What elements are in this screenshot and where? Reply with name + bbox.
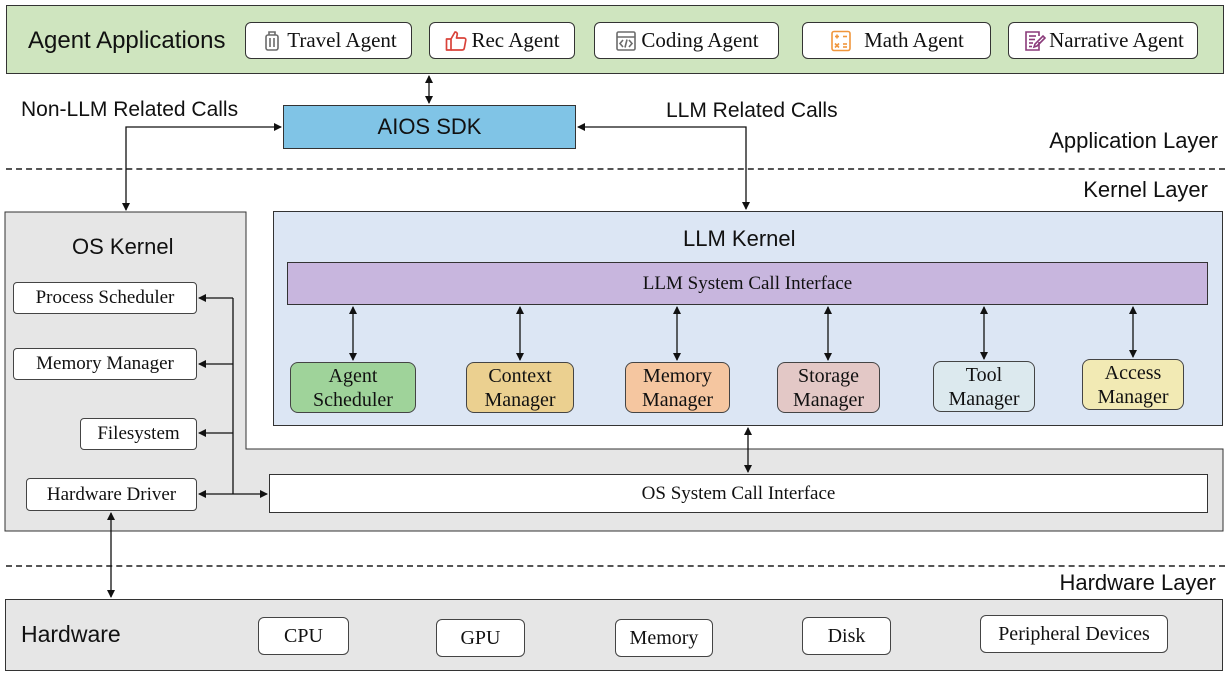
application-layer-label: Application Layer xyxy=(1049,128,1218,153)
rec-agent-label: Rec Agent xyxy=(471,28,560,52)
access-manager-line1: Access xyxy=(1104,361,1162,384)
agent-applications-title: Agent Applications xyxy=(28,27,226,54)
process-scheduler: Process Scheduler xyxy=(13,282,197,314)
llm-system-call-interface: LLM System Call Interface xyxy=(287,262,1208,305)
luggage-icon xyxy=(265,30,280,51)
hardware-driver: Hardware Driver xyxy=(26,478,197,511)
narrative-agent: Narrative Agent xyxy=(1008,22,1198,59)
kernel-hardware-separator xyxy=(6,565,1225,567)
travel-agent: Travel Agent xyxy=(245,22,412,59)
memory-manager-llm-line2: Manager xyxy=(641,388,714,411)
llm-kernel-title: LLM Kernel xyxy=(683,226,796,251)
context-manager-line2: Manager xyxy=(484,388,556,411)
coding-agent-label: Coding Agent xyxy=(641,28,759,52)
agent-scheduler: Agent Scheduler xyxy=(290,362,416,413)
hardware-title: Hardware xyxy=(21,621,121,647)
cpu: CPU xyxy=(258,617,349,655)
storage-manager: Storage Manager xyxy=(777,362,880,413)
peripheral-devices: Peripheral Devices xyxy=(980,615,1168,653)
document-pen-icon xyxy=(1025,30,1047,51)
math-agent: Math Agent xyxy=(802,22,991,59)
storage-manager-line1: Storage xyxy=(797,364,860,387)
context-manager-line1: Context xyxy=(488,364,552,387)
tool-manager: Tool Manager xyxy=(933,361,1035,412)
os-system-call-interface: OS System Call Interface xyxy=(269,474,1208,513)
travel-agent-label: Travel Agent xyxy=(287,28,397,52)
access-manager: Access Manager xyxy=(1082,359,1184,410)
thumbs-up-icon xyxy=(446,30,468,51)
math-agent-label: Math Agent xyxy=(864,28,964,52)
narrative-agent-label: Narrative Agent xyxy=(1049,28,1184,52)
coding-agent: Coding Agent xyxy=(594,22,779,59)
calculator-icon xyxy=(831,30,851,51)
llm-kernel-panel xyxy=(273,211,1223,426)
memory-manager-os: Memory Manager xyxy=(13,348,197,380)
access-manager-line2: Manager xyxy=(1097,385,1169,408)
agent-scheduler-line1: Agent xyxy=(328,364,378,387)
storage-manager-line2: Manager xyxy=(792,388,865,411)
context-manager: Context Manager xyxy=(466,362,574,413)
rec-agent: Rec Agent xyxy=(429,22,575,59)
agent-scheduler-line2: Scheduler xyxy=(313,388,393,411)
llm-calls-label: LLM Related Calls xyxy=(666,99,838,122)
non-llm-calls-label: Non-LLM Related Calls xyxy=(21,98,239,121)
memory-manager-llm: Memory Manager xyxy=(625,362,730,413)
hardware-layer-label: Hardware Layer xyxy=(1059,570,1216,595)
tool-manager-line1: Tool xyxy=(965,363,1003,386)
memory-manager-llm-line1: Memory xyxy=(643,364,712,387)
gpu: GPU xyxy=(436,619,525,657)
kernel-layer-label: Kernel Layer xyxy=(1083,177,1208,202)
filesystem: Filesystem xyxy=(80,418,197,450)
tool-manager-line2: Manager xyxy=(948,387,1020,410)
aios-sdk: AIOS SDK xyxy=(283,105,576,149)
code-editor-icon xyxy=(616,30,637,51)
memory-hw: Memory xyxy=(615,619,713,657)
disk: Disk xyxy=(802,617,891,655)
os-kernel-title: OS Kernel xyxy=(72,234,174,259)
